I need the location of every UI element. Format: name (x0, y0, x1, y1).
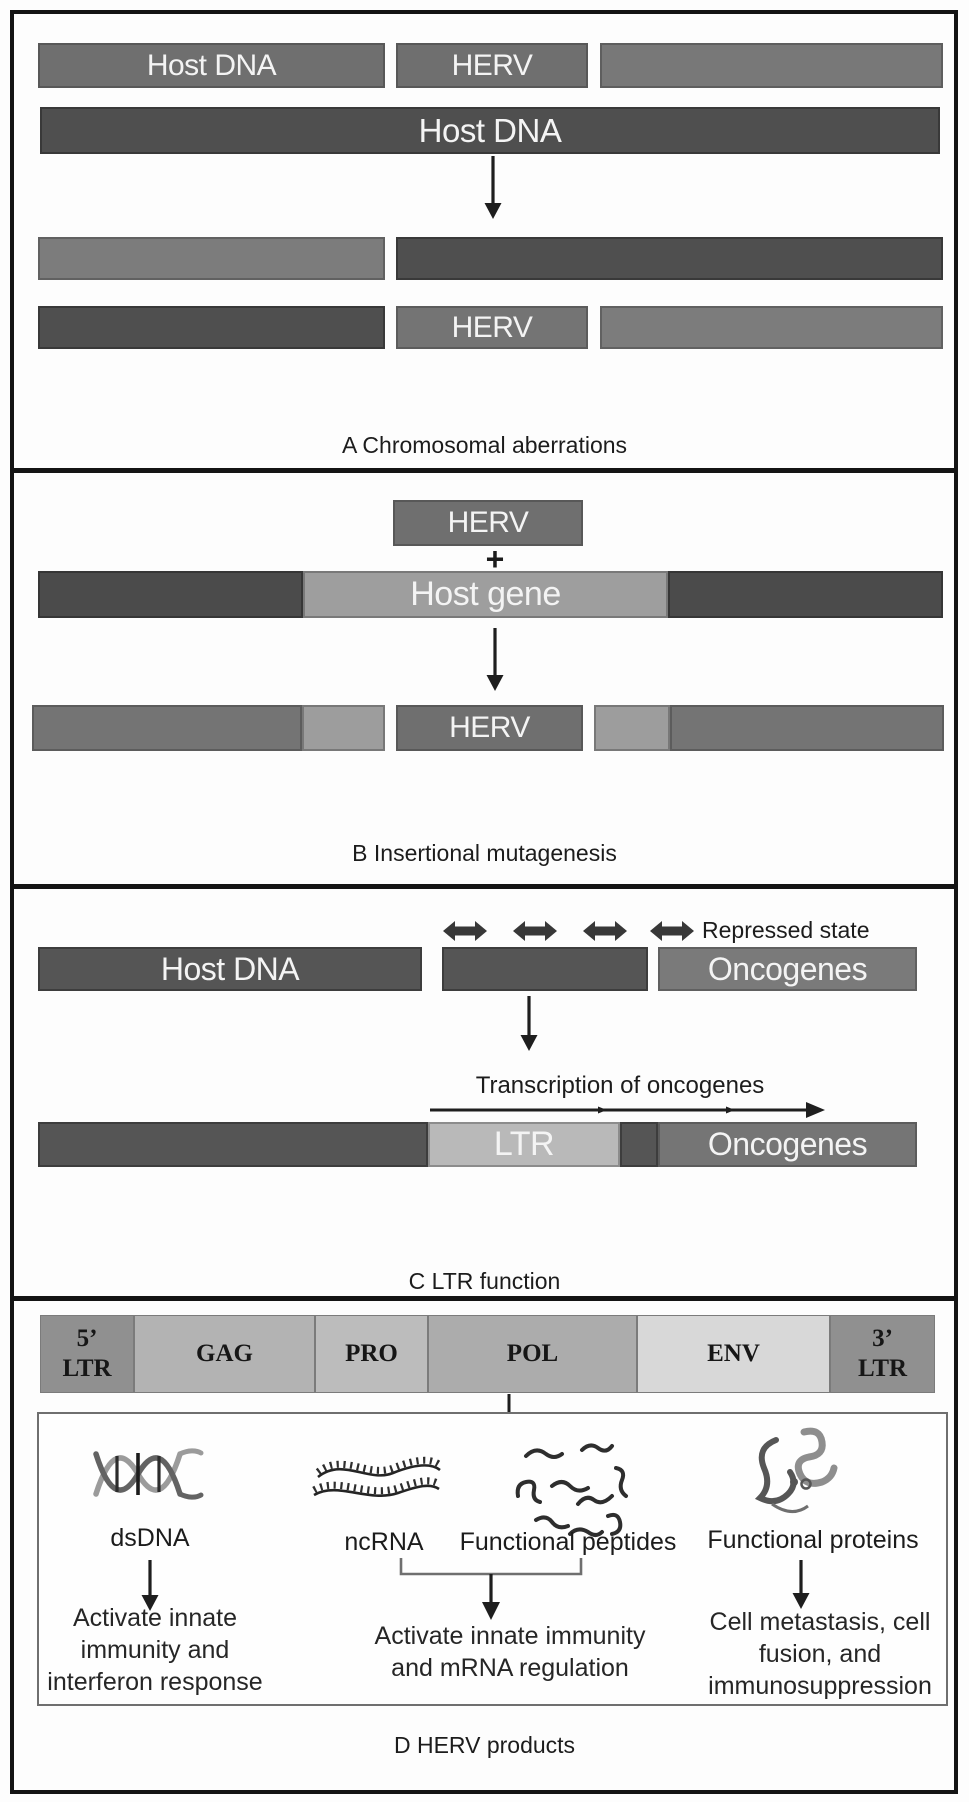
panel-c-result-oncogenes-label: Oncogenes (707, 1126, 868, 1162)
panel-b-result-right-ltr-stub (594, 705, 670, 751)
provirus-5-ltr-line1: 5’ (76, 1325, 98, 1352)
panel-b-host-gene-label: Host gene (410, 575, 561, 613)
proteins-outcome-line3: immunosuppression (708, 1672, 932, 1700)
dsdna-icon (93, 1448, 204, 1500)
provirus-pro-segment: PRO (315, 1315, 428, 1393)
functional-peptides-label: Functional peptides (459, 1528, 677, 1556)
panel-a-recombined-light-bar (600, 306, 943, 349)
panel-a-host-dna-label: Host DNA (146, 48, 277, 82)
ncrna-label: ncRNA (344, 1528, 424, 1556)
provirus-pol-segment: POL (428, 1315, 637, 1393)
panel-a-host-dna-bar: Host DNA (38, 43, 385, 88)
panel-c-ltr-label: LTR (493, 1125, 555, 1163)
ncrna-icon (312, 1456, 443, 1498)
panel-a-herv-bar: HERV (396, 43, 588, 88)
repressed-double-arrow-icon (513, 921, 557, 941)
panel-a-down-arrow-icon (484, 156, 502, 219)
panel-b-result-right-bar (670, 705, 944, 751)
panel-b-result-herv-label: HERV (449, 711, 530, 744)
repressed-double-arrow-icon (583, 921, 627, 941)
dsdna-outcome-line3: interferon response (47, 1668, 263, 1696)
panel-c-down-arrow-icon (520, 996, 538, 1051)
provirus-3-ltr-line1: 3’ (872, 1325, 893, 1352)
panel-b-herv-box: HERV (393, 500, 583, 546)
panel-a-recombined-herv-bar: HERV (396, 306, 588, 349)
provirus-gag-label: GAG (196, 1340, 253, 1367)
panel-c-spacer-segment (620, 1122, 658, 1167)
panel-b-host-gene-segment: Host gene (303, 571, 668, 618)
proteins-outcome-line1: Cell metastasis, cell (709, 1608, 931, 1636)
panel-a-herv-label: HERV (451, 48, 533, 82)
panel-b-c-divider (10, 884, 958, 889)
panel-b-result-left-bar (32, 705, 302, 751)
panel-a-recombined-herv-label: HERV (451, 310, 533, 344)
provirus-3-ltr-segment: 3’ LTR (830, 1315, 935, 1393)
panel-a-full-host-dna-bar: Host DNA (40, 107, 940, 154)
panel-c-result-host-bar (38, 1122, 428, 1167)
functional-proteins-icon (754, 1427, 838, 1513)
combine-bracket-arrow-icon (399, 1558, 583, 1620)
functional-proteins-label: Functional proteins (707, 1526, 919, 1554)
dsdna-outcome-line1: Activate innate (73, 1604, 237, 1632)
dsdna-label: dsDNA (110, 1524, 190, 1552)
panel-c-host-dna-label: Host DNA (160, 950, 300, 987)
provirus-5-ltr-line2: LTR (62, 1355, 112, 1382)
panel-b-down-arrow-icon (486, 628, 504, 691)
combined-outcome-text: Activate innate immunity and mRNA regula… (360, 1620, 660, 1684)
panel-a-fragment-light-bar (38, 237, 385, 280)
provirus-env-label: ENV (707, 1340, 760, 1367)
panel-c-ltr-bar: LTR (428, 1122, 620, 1167)
dsdna-outcome-text: Activate innate immunity and interferon … (30, 1602, 280, 1698)
panel-a-fragment-dark-bar (396, 237, 943, 280)
proteins-outcome-text: Cell metastasis, cell fusion, and immuno… (685, 1606, 955, 1702)
provirus-3-ltr-line2: LTR (857, 1355, 908, 1382)
panel-c-host-dna-bar: Host DNA (38, 947, 422, 991)
panel-b-plus-sign: + (485, 541, 505, 577)
repressed-double-arrow-icon (650, 921, 694, 941)
panel-c-oncogenes-label: Oncogenes (707, 950, 868, 987)
panel-b-host-dna-left-segment (38, 571, 303, 618)
combined-outcome-line1: Activate innate immunity (374, 1622, 646, 1650)
panel-d-caption: D HERV products (393, 1732, 576, 1758)
panel-a-b-divider (10, 468, 958, 473)
panel-a-caption: A Chromosomal aberrations (341, 432, 628, 458)
provirus-gag-segment: GAG (134, 1315, 315, 1393)
transcription-arrow-icon (430, 1102, 825, 1118)
panel-a-recombined-dark-bar (38, 306, 385, 349)
repressed-double-arrow-icon (443, 921, 487, 941)
provirus-pol-label: POL (506, 1340, 559, 1367)
proteins-outcome-line2: fusion, and (758, 1640, 882, 1668)
panel-a-unlabeled-bar (600, 43, 943, 88)
repressed-state-label: Repressed state (702, 917, 870, 943)
panel-b-result-herv-bar: HERV (396, 705, 583, 751)
panel-c-caption: C LTR function (408, 1268, 561, 1294)
panel-b-host-dna-right-segment (668, 571, 943, 618)
proteins-down-arrow-icon (792, 1560, 810, 1609)
panel-c-oncogenes-bar: Oncogenes (658, 947, 917, 991)
panel-c-silent-ltr-bar (442, 947, 648, 991)
combined-outcome-line2: and mRNA regulation (391, 1654, 629, 1682)
transcription-label: Transcription of oncogenes (475, 1072, 765, 1099)
panel-b-result-left-ltr-stub (302, 705, 385, 751)
provirus-5-ltr-segment: 5’ LTR (40, 1315, 134, 1393)
functional-peptides-icon (515, 1443, 628, 1537)
dsdna-down-arrow-icon (141, 1560, 159, 1611)
panel-c-d-divider (10, 1296, 958, 1301)
panel-b-caption: B Insertional mutagenesis (352, 840, 617, 866)
provirus-pro-label: PRO (345, 1340, 398, 1367)
dsdna-outcome-line2: immunity and (80, 1636, 230, 1664)
panel-a-full-host-dna-label: Host DNA (418, 111, 562, 149)
provirus-env-segment: ENV (637, 1315, 830, 1393)
herv-products-inner-box (37, 1412, 948, 1706)
panel-b-herv-label: HERV (447, 506, 529, 539)
panel-c-result-oncogenes-bar: Oncogenes (658, 1122, 917, 1167)
